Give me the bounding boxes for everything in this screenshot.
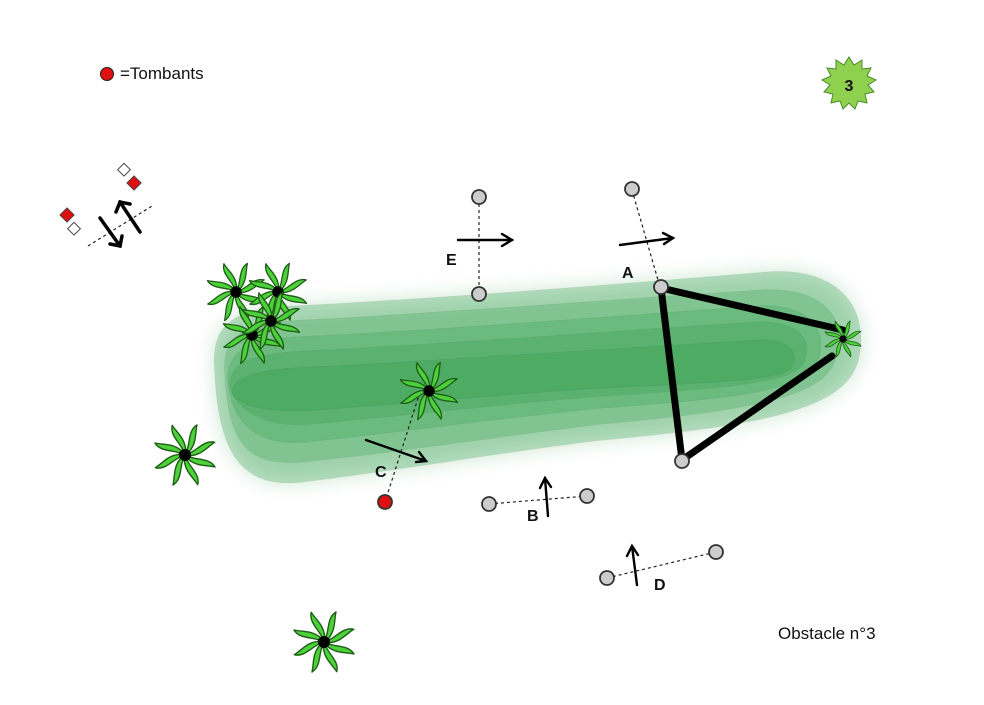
gate-line-a: [631, 189, 661, 288]
gate-line-b: [488, 495, 588, 505]
gate-label-e: E: [446, 252, 457, 269]
water-area: [213, 271, 862, 484]
triangle-course: [657, 284, 847, 464]
gate-label-d: D: [654, 577, 666, 594]
direction-arrow-c-icon: [364, 438, 429, 464]
buoy-a-bottom: [653, 279, 669, 295]
gate-label-a: A: [622, 265, 634, 282]
gate-label-b: B: [527, 508, 539, 525]
flag-buoys-left: [59, 162, 142, 236]
legend: =Tombants: [100, 64, 204, 84]
plant-icon: [154, 424, 216, 486]
gate-label-c: C: [375, 464, 387, 481]
direction-arrow-b-icon: [538, 475, 553, 518]
gate-line-left: [87, 205, 153, 247]
falling-buoy-c: [377, 494, 393, 510]
obstacle-title: Obstacle n°3: [778, 624, 876, 643]
direction-arrow-d-icon: [625, 543, 640, 587]
badge-number: 3: [845, 78, 854, 95]
double-arrow-icon: [98, 199, 142, 249]
legend-label: =Tombants: [120, 64, 204, 83]
buoy-d-right: [708, 544, 724, 560]
falling-buoy-legend-icon: [100, 67, 114, 81]
buoy-d-left: [599, 570, 615, 586]
buoy-e-top: [471, 189, 487, 205]
plant-icon: [293, 611, 355, 673]
buoy-triangle-bottom: [674, 453, 690, 469]
obstacle-number-badge: 3: [820, 56, 878, 110]
buoy-b-right: [579, 488, 595, 504]
badge-star-icon: [820, 56, 878, 110]
direction-arrow-a-icon: [618, 231, 676, 247]
buoy-a-top: [624, 181, 640, 197]
direction-arrow-e-icon: [456, 232, 515, 248]
gate-line-d: [606, 551, 717, 579]
buoy-e-bottom: [471, 286, 487, 302]
gate-line-c: [384, 391, 421, 503]
buoy-b-left: [481, 496, 497, 512]
